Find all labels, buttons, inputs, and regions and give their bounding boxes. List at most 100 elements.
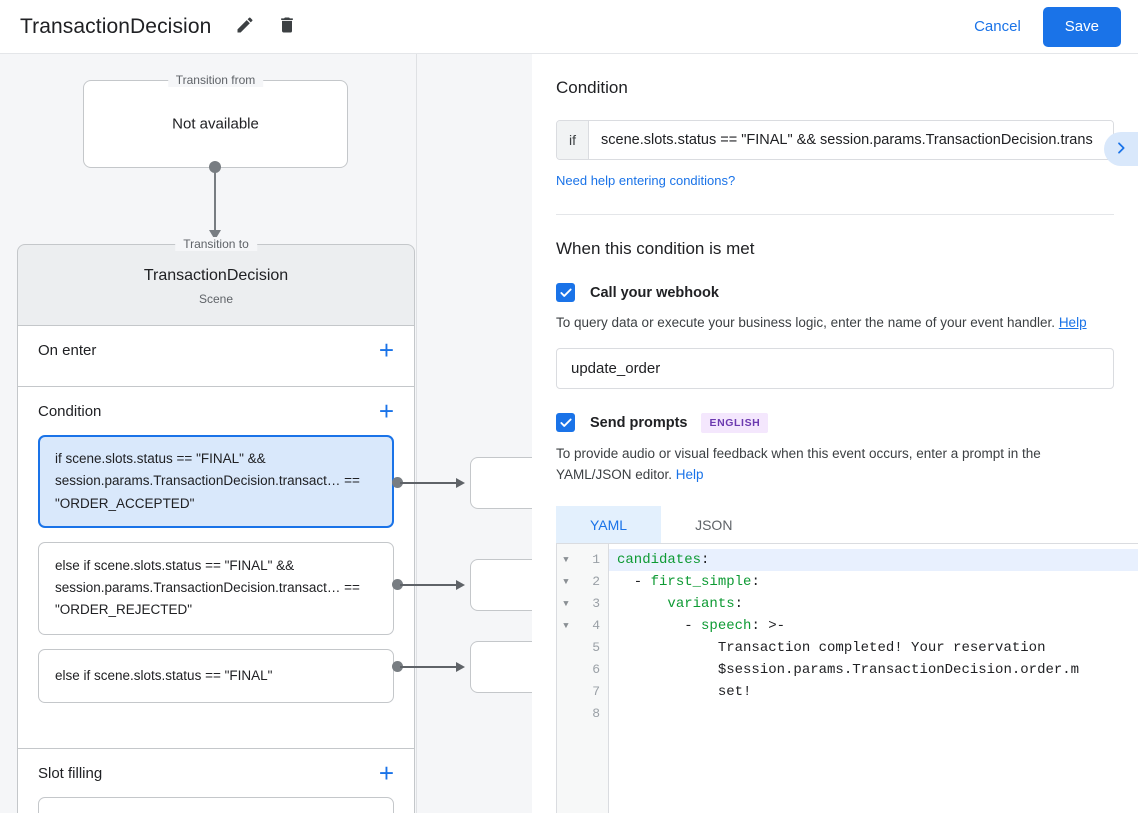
- webhook-handler-input[interactable]: [556, 347, 1114, 389]
- condition-list-item-1[interactable]: else if scene.slots.status == "FINAL" &&…: [38, 541, 394, 635]
- condition-out-arrow-2: [456, 662, 465, 672]
- top-bar: TransactionDecision Cancel Save: [0, 0, 1138, 54]
- condition-target-box-2[interactable]: [470, 641, 532, 693]
- canvas-vertical-rule: [416, 54, 417, 813]
- fold-triangle-icon[interactable]: ▼: [563, 599, 569, 609]
- condition-out-line-0: [400, 482, 462, 484]
- webhook-checkbox-row[interactable]: Call your webhook: [556, 283, 1114, 302]
- transition-from-value: Not available: [172, 115, 259, 133]
- condition-editor-section: Condition if Need help entering conditio…: [532, 54, 1138, 215]
- transition-from-box: Transition from Not available: [83, 73, 348, 168]
- tab-yaml[interactable]: YAML: [556, 505, 662, 544]
- editor-gutter-line: 5: [557, 637, 608, 659]
- delete-button[interactable]: [273, 13, 301, 41]
- webhook-help-link[interactable]: Help: [1058, 315, 1087, 330]
- section-condition-title: Condition: [38, 402, 102, 420]
- add-slot-filling-button[interactable]: +: [375, 760, 398, 786]
- expand-panel-button[interactable]: [1104, 132, 1138, 166]
- editor-code-line: - speech: >-: [617, 618, 786, 634]
- section-slot-filling-header: Slot filling +: [18, 749, 414, 797]
- scene-graph-canvas[interactable]: Transition from Not available Transition…: [0, 54, 532, 813]
- fold-triangle-icon[interactable]: ▼: [563, 555, 569, 565]
- add-on-enter-button[interactable]: +: [375, 337, 398, 363]
- editor-code-line: $session.params.TransactionDecision.orde…: [617, 662, 1080, 678]
- editor-code-line: Transaction completed! Your reservation: [617, 640, 1046, 656]
- editor-code-line: - first_simple:: [617, 574, 760, 590]
- condition-if-prefix: if: [557, 121, 589, 159]
- condition-input[interactable]: [589, 121, 1113, 159]
- condition-input-row[interactable]: if: [556, 120, 1114, 160]
- cancel-button[interactable]: Cancel: [962, 10, 1033, 43]
- fold-triangle-icon[interactable]: ▼: [563, 577, 569, 587]
- condition-help-link[interactable]: Need help entering conditions?: [556, 173, 736, 188]
- transition-to-legend: Transition to: [175, 237, 257, 251]
- add-condition-button[interactable]: +: [375, 398, 398, 424]
- condition-target-box-0[interactable]: [470, 457, 532, 509]
- prompts-label: Send prompts: [590, 414, 688, 431]
- check-icon: [559, 286, 573, 300]
- transition-to-box[interactable]: Transition to TransactionDecision Scene: [17, 237, 415, 326]
- chevron-right-icon: [1113, 140, 1129, 159]
- editor-line-number: 6: [592, 662, 600, 677]
- editor-line-number: 5: [592, 640, 600, 655]
- editor-code-line: candidates:: [609, 549, 1138, 571]
- condition-list-item-2[interactable]: else if scene.slots.status == "FINAL": [38, 648, 394, 703]
- section-on-enter-header: On enter +: [18, 326, 414, 374]
- condition-out-dot-2: [392, 661, 403, 672]
- edit-button[interactable]: [231, 13, 259, 41]
- editor-line-number: 2: [592, 574, 600, 589]
- editor-gutter-line: 6: [557, 659, 608, 681]
- editor-gutter-line: ▼2: [557, 571, 608, 593]
- editor-gutter-line: ▼4: [557, 615, 608, 637]
- connector-arrowhead: [209, 230, 221, 240]
- webhook-checkbox[interactable]: [556, 283, 575, 302]
- tab-json[interactable]: JSON: [661, 505, 767, 544]
- editor-line-number: 4: [592, 618, 600, 633]
- scene-name: TransactionDecision: [143, 267, 289, 284]
- prompts-help-link[interactable]: Help: [675, 466, 704, 482]
- check-icon: [559, 416, 573, 430]
- editor-gutter-line: 7: [557, 681, 608, 703]
- when-met-heading: When this condition is met: [556, 239, 755, 258]
- condition-out-arrow-1: [456, 580, 465, 590]
- webhook-description-text: To query data or execute your business l…: [556, 315, 1059, 330]
- condition-out-dot-1: [392, 579, 403, 590]
- section-on-enter-title: On enter: [38, 341, 97, 359]
- prompts-description-text: To provide audio or visual feedback when…: [556, 445, 1041, 482]
- condition-out-dot-0: [392, 477, 403, 488]
- language-badge: ENGLISH: [701, 412, 769, 433]
- condition-out-line-2: [400, 666, 462, 668]
- prompts-checkbox-row[interactable]: Send prompts ENGLISH: [556, 412, 1114, 433]
- condition-out-line-1: [400, 584, 462, 586]
- trash-icon: [277, 15, 297, 38]
- editor-code-line: [609, 703, 1138, 725]
- editor-line-number: 7: [592, 684, 600, 699]
- transition-from-legend: Transition from: [167, 73, 264, 87]
- editor-code-line: variants:: [667, 596, 744, 612]
- section-slot-filling: Slot filling + Slot validation: [17, 749, 415, 813]
- editor-format-tabs: YAML JSON: [556, 505, 1114, 544]
- section-condition-header: Condition +: [18, 387, 414, 435]
- editor-line-number: 3: [592, 596, 600, 611]
- section-divider: [556, 214, 1114, 215]
- when-condition-met-section: When this condition is met Call your web…: [532, 215, 1138, 544]
- editor-line-number: 8: [592, 706, 600, 721]
- webhook-description: To query data or execute your business l…: [556, 313, 1114, 334]
- prompts-checkbox[interactable]: [556, 413, 575, 433]
- pencil-icon: [235, 15, 255, 38]
- prompts-description: To provide audio or visual feedback when…: [556, 444, 1114, 486]
- slot-validation-item[interactable]: Slot validation: [38, 797, 394, 813]
- condition-out-arrow-0: [456, 478, 465, 488]
- editor-code-area[interactable]: candidates: - first_simple: variants: - …: [609, 544, 1138, 813]
- editor-gutter-line: ▼3: [557, 593, 608, 615]
- condition-heading: Condition: [556, 78, 628, 97]
- condition-target-box-1[interactable]: [470, 559, 532, 611]
- save-button[interactable]: Save: [1042, 6, 1121, 47]
- fold-triangle-icon[interactable]: ▼: [563, 621, 569, 631]
- editor-gutter-line: 8: [557, 703, 608, 725]
- webhook-label: Call your webhook: [590, 284, 719, 301]
- section-slot-filling-title: Slot filling: [38, 764, 103, 782]
- condition-list-item-0[interactable]: if scene.slots.status == "FINAL" && sess…: [38, 435, 394, 528]
- editor-code-line: set!: [617, 684, 752, 700]
